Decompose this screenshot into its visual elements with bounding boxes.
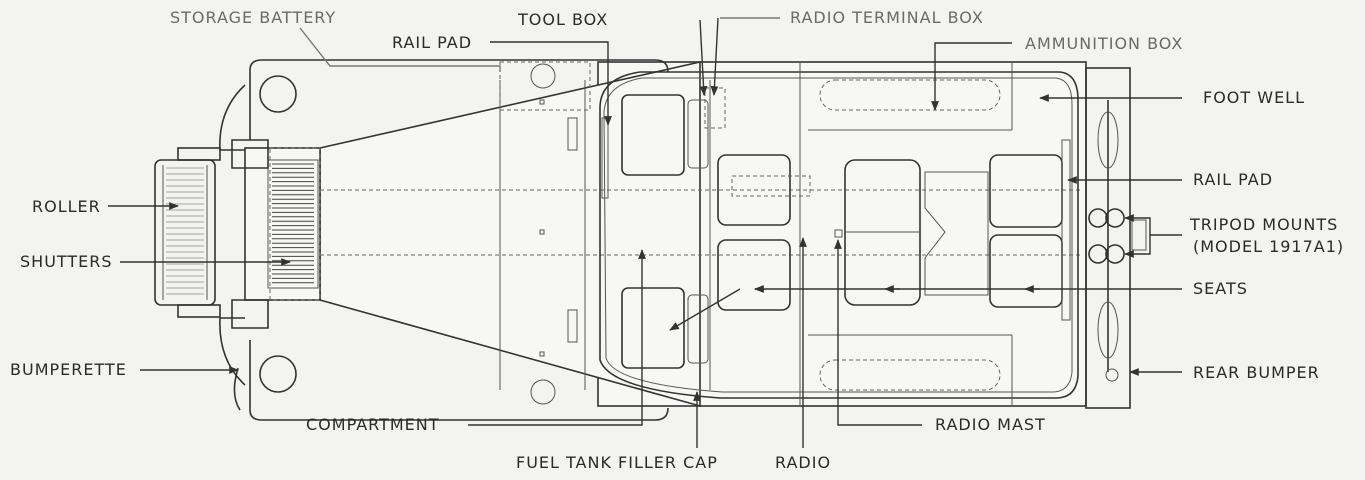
label-fuel-tank-filler-cap: FUEL TANK FILLER CAP: [516, 453, 718, 472]
label-rail-pad-right: RAIL PAD: [1193, 170, 1274, 189]
label-ammunition-box: AMMUNITION BOX: [1025, 34, 1184, 53]
label-seats: SEATS: [1193, 279, 1248, 298]
label-radio-terminal-box: RADIO TERMINAL BOX: [790, 8, 984, 27]
label-radio: RADIO: [775, 453, 832, 472]
front-assembly: [154, 63, 556, 411]
leader-lines: [108, 17, 1182, 448]
shutter-slats: [272, 163, 314, 284]
vehicle-body: [244, 59, 1147, 421]
label-roller: ROLLER: [32, 197, 101, 216]
label-compartment: COMPARTMENT: [306, 415, 440, 434]
label-storage-battery: STORAGE BATTERY: [170, 8, 337, 27]
label-shutters: SHUTTERS: [20, 252, 113, 271]
label-tool-box: TOOL BOX: [518, 10, 609, 29]
label-foot-well: FOOT WELL: [1203, 88, 1306, 107]
label-tripod-mounts: TRIPOD MOUNTS: [1190, 215, 1339, 234]
label-radio-mast: RADIO MAST: [935, 415, 1046, 434]
label-tripod-model: (MODEL 1917A1): [1193, 237, 1345, 256]
label-rear-bumper: REAR BUMPER: [1193, 363, 1320, 382]
label-bumperette: BUMPERETTE: [10, 360, 127, 379]
label-rail-pad-top: RAIL PAD: [392, 33, 473, 52]
